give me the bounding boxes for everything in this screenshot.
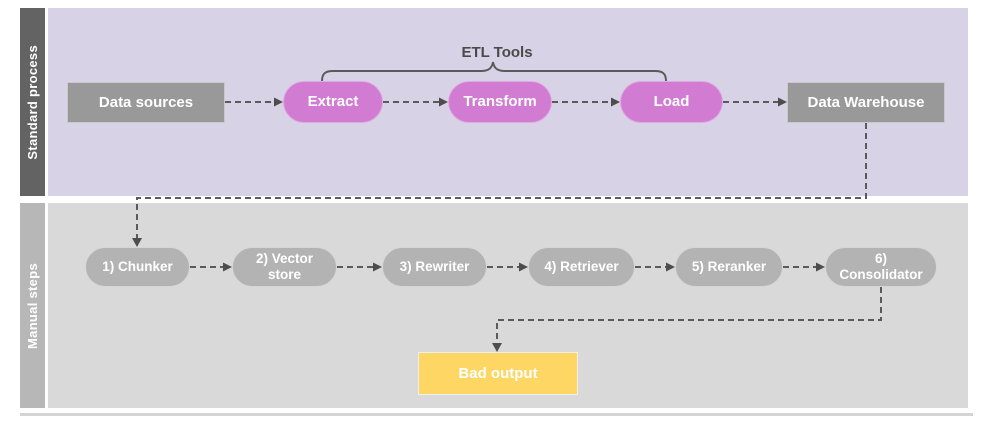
arrow-consolidator-badoutput: [496, 287, 882, 343]
etl-tools-bracket-label: ETL Tools: [461, 44, 533, 61]
node-reranker-label: 5) Reranker: [691, 259, 767, 275]
node-retriever-label: 4) Retriever: [544, 259, 619, 275]
node-consolidator: 6) Consolidator: [825, 247, 937, 287]
node-data-warehouse-label: Data Warehouse: [807, 93, 925, 111]
arrowheads: [132, 97, 825, 352]
node-load-label: Load: [653, 93, 690, 111]
node-vector-store: 2) Vector store: [232, 247, 337, 287]
node-extract: Extract: [283, 81, 383, 123]
node-reranker: 5) Reranker: [675, 247, 783, 287]
node-retriever: 4) Retriever: [528, 247, 635, 287]
etl-tools-brace: [321, 61, 667, 82]
bottom-divider: [20, 413, 973, 416]
node-transform-label: Transform: [463, 93, 537, 111]
node-rewriter-label: 3) Rewriter: [399, 259, 470, 275]
lane-header-manual-steps: Manual steps: [20, 203, 45, 408]
node-rewriter: 3) Rewriter: [382, 247, 487, 287]
node-transform: Transform: [448, 81, 552, 123]
node-extract-label: Extract: [307, 93, 359, 111]
lane-header-standard-process: Standard process: [20, 8, 45, 196]
arrow-warehouse-chunker: [136, 123, 867, 239]
node-bad-output-label: Bad output: [458, 364, 538, 382]
node-chunker-label: 1) Chunker: [102, 259, 173, 275]
node-load: Load: [620, 81, 723, 123]
node-consolidator-label: 6) Consolidator: [839, 251, 923, 282]
node-data-sources-label: Data sources: [98, 93, 194, 111]
node-vector-store-label: 2) Vector store: [255, 251, 314, 282]
node-data-warehouse: Data Warehouse: [787, 82, 945, 123]
node-chunker: 1) Chunker: [85, 247, 190, 287]
node-data-sources: Data sources: [67, 82, 225, 123]
node-bad-output: Bad output: [418, 352, 578, 395]
